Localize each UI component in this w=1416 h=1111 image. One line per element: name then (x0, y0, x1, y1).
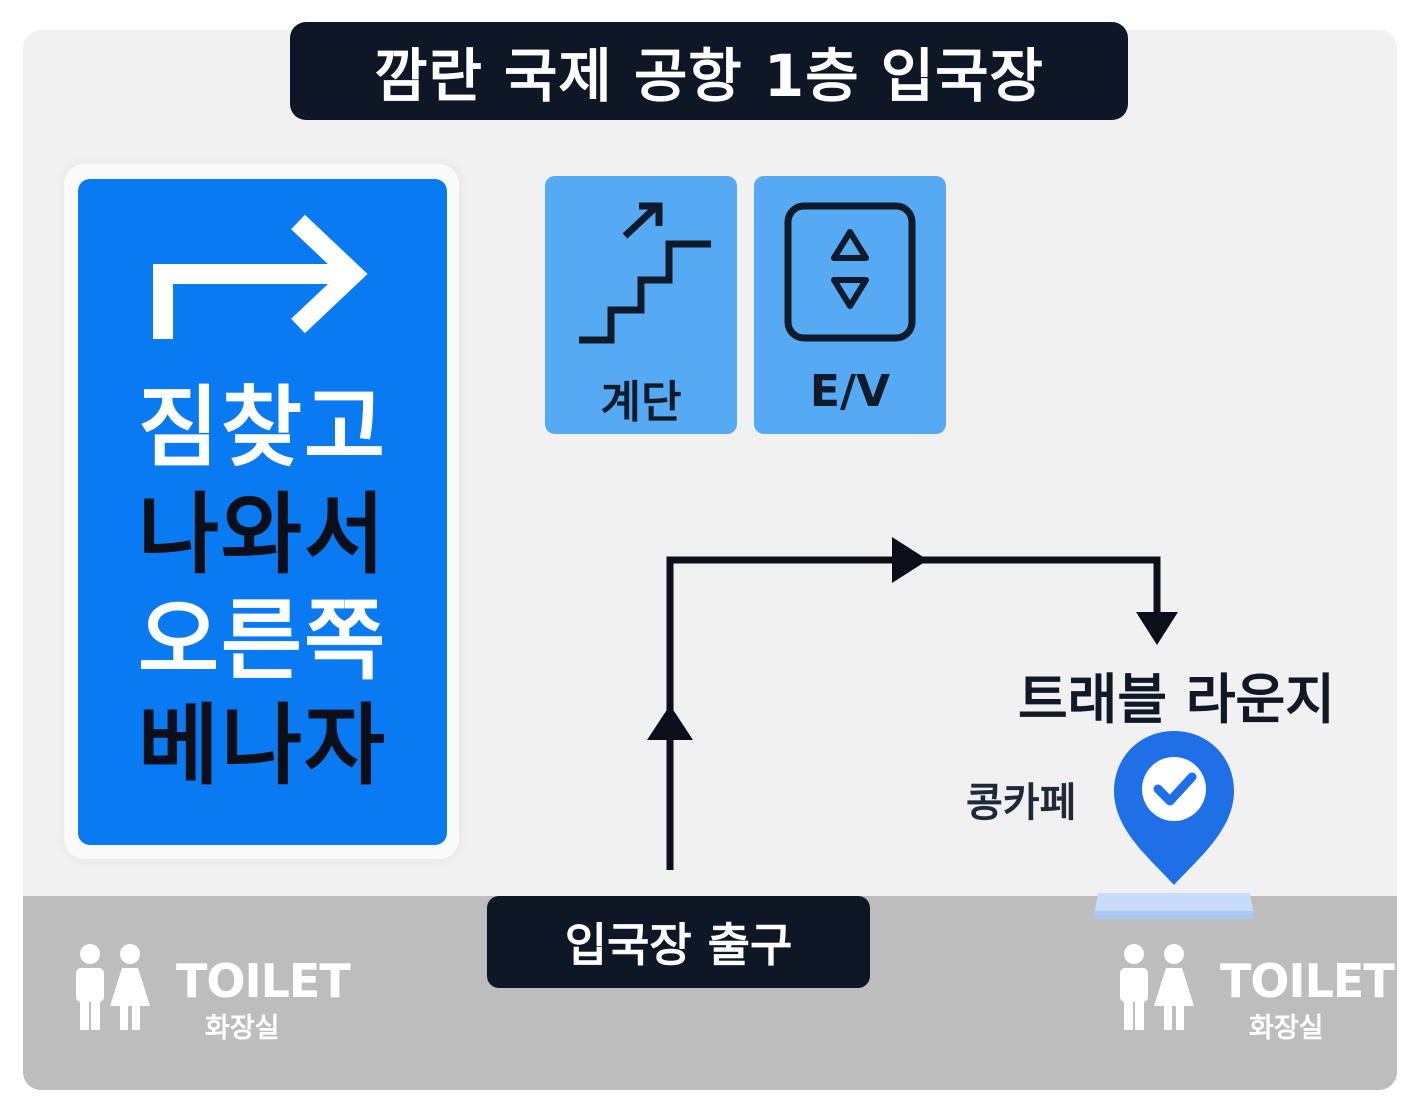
sign-line-1: 짐찾고 (138, 376, 387, 479)
stairs-label: 계단 (600, 377, 682, 428)
route-arrow-right-icon (892, 537, 928, 583)
toilet-title: TOILET (176, 954, 351, 1008)
travel-lounge-label: 트래블 라운지 (1018, 668, 1335, 731)
stairs-up-icon (579, 202, 711, 344)
toilet-sign-left: TOILET 화장실 (72, 940, 372, 1044)
sign-line-4: 베나자 (138, 694, 387, 797)
toilet-subtitle: 화장실 (205, 1013, 280, 1044)
page-title: 깜란 국제 공항 1층 입국장 (374, 42, 1044, 110)
elevator-label: E/V (809, 366, 891, 417)
sign-line-3: 오른쪽 (138, 589, 387, 692)
elevator-tile: E/V (754, 176, 946, 434)
arrival-exit-banner: 입국장 출구 (487, 896, 870, 988)
elevator-updown-icon (784, 202, 916, 342)
title-banner: 깜란 국제 공항 1층 입국장 (290, 22, 1128, 120)
toilet-sign-right: TOILET 화장실 (1116, 940, 1416, 1044)
right-turn-arrow-icon (153, 214, 368, 339)
route-arrow-down-icon (1136, 612, 1178, 645)
restroom-people-icon (76, 944, 150, 1030)
route-arrow-up-icon (647, 705, 693, 740)
toilet-subtitle: 화장실 (1249, 1013, 1324, 1044)
restroom-people-icon (1120, 944, 1194, 1030)
exit-label: 입국장 출구 (564, 918, 793, 972)
location-check-pin-icon (1094, 731, 1254, 919)
stairs-tile: 계단 (545, 176, 737, 434)
cafe-label: 콩카페 (966, 780, 1077, 826)
sign-line-2: 나와서 (138, 483, 387, 586)
baggage-direction-sign: 짐찾고 나와서 오른쪽 베나자 (78, 179, 447, 845)
toilet-title: TOILET (1220, 954, 1395, 1008)
